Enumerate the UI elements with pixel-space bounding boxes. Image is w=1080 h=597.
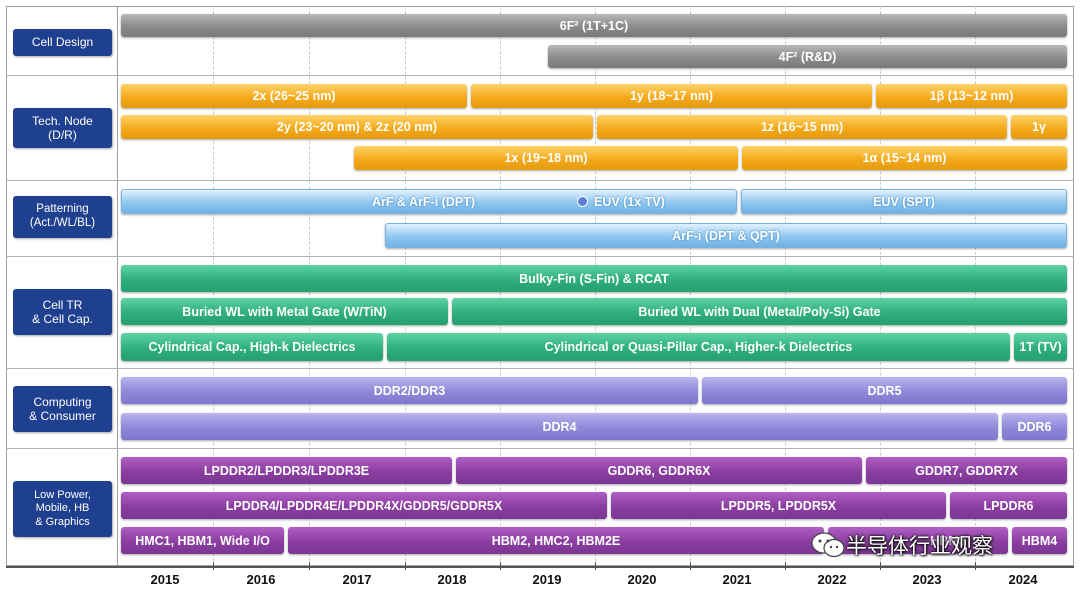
wechat-icon — [811, 532, 845, 558]
row-separator — [6, 448, 1074, 449]
axis-tick — [500, 562, 501, 570]
row-label-cell-design: Cell Design — [13, 29, 112, 56]
axis-tick — [690, 562, 691, 570]
bar-buried-wl-metal: Buried WL with Metal Gate (W/TiN) — [121, 298, 448, 325]
year-label: 2015 — [150, 572, 180, 587]
bar-cyl-cap: Cylindrical Cap., High-k Dielectrics — [121, 333, 383, 361]
bar-ddr4: DDR4 — [121, 413, 998, 440]
bar-ddr2-ddr3: DDR2/DDR3 — [121, 377, 698, 404]
row-label-low-power: Low Power, Mobile, HB & Graphics — [13, 481, 112, 537]
bar-1gamma: 1γ — [1011, 115, 1067, 139]
bar-2x: 2x (26~25 nm) — [121, 84, 467, 108]
bar-lpddr5: LPDDR5, LPDDR5X — [611, 492, 946, 519]
axis-tick — [975, 562, 976, 570]
watermark-text: 半导体行业观察 — [846, 534, 993, 558]
bar-1beta: 1β (13~12 nm) — [876, 84, 1067, 108]
axis-tick — [595, 562, 596, 570]
bar-gddr6: GDDR6, GDDR6X — [456, 457, 862, 484]
bar-arf: ArF & ArF-i (DPT) EUV (1x TV) — [121, 189, 737, 214]
year-label: 2017 — [342, 572, 372, 587]
year-label: 2019 — [532, 572, 562, 587]
year-label: 2018 — [437, 572, 467, 587]
bar-2y-2z: 2y (23~20 nm) & 2z (20 nm) — [121, 115, 593, 139]
bar-4f2: 4F² (R&D) — [548, 45, 1067, 68]
bar-6f2: 6F² (1T+1C) — [121, 14, 1067, 37]
bar-1y: 1y (18~17 nm) — [471, 84, 872, 108]
axis-tick — [405, 562, 406, 570]
bar-euv-spt: EUV (SPT) — [741, 189, 1067, 214]
row-separator — [6, 180, 1074, 181]
bar-ddr5: DDR5 — [702, 377, 1067, 404]
bar-lpddr4: LPDDR4/LPDDR4E/LPDDR4X/GDDR5/GDDR5X — [121, 492, 607, 519]
row-label-tech-node: Tech. Node (D/R) — [13, 108, 112, 148]
year-label: 2016 — [246, 572, 276, 587]
bar-gddr7: GDDR7, GDDR7X — [866, 457, 1067, 484]
bar-hbm2: HBM2, HMC2, HBM2E — [288, 527, 824, 554]
bar-arfi-qpt: ArF-i (DPT & QPT) — [385, 223, 1067, 248]
row-separator — [6, 368, 1074, 369]
bar-hbm3: HBM3 — [828, 527, 1008, 554]
label-column-divider — [117, 6, 118, 566]
bar-lpddr2-3: LPDDR2/LPDDR3/LPDDR3E — [121, 457, 452, 484]
bar-lpddr6: LPDDR6 — [950, 492, 1067, 519]
axis-tick — [785, 562, 786, 570]
time-axis — [6, 566, 1074, 568]
bar-hbm4: HBM4 — [1012, 527, 1067, 554]
bar-1t-tv: 1T (TV) — [1014, 333, 1067, 361]
bar-quasi-pillar: Cylindrical or Quasi-Pillar Cap., Higher… — [387, 333, 1010, 361]
roadmap-frame — [6, 6, 1074, 566]
row-label-computing: Computing & Consumer — [13, 386, 112, 432]
row-label-cell-tr: Cell TR & Cell Cap. — [13, 289, 112, 335]
row-separator — [6, 75, 1074, 76]
euv-marker-icon — [577, 196, 588, 207]
row-label-patterning: Patterning (Act./WL/BL) — [13, 196, 112, 238]
bar-ddr6: DDR6 — [1002, 413, 1067, 440]
year-label: 2021 — [722, 572, 752, 587]
watermark: 半导体行业观察 — [810, 530, 993, 560]
bar-1alpha: 1α (15~14 nm) — [742, 146, 1067, 170]
bar-bulky-fin: Bulky-Fin (S-Fin) & RCAT — [121, 265, 1067, 292]
axis-tick — [309, 562, 310, 570]
year-label: 2020 — [627, 572, 657, 587]
bar-1z: 1z (16~15 nm) — [597, 115, 1007, 139]
bar-1x: 1x (19~18 nm) — [354, 146, 738, 170]
year-label: 2023 — [912, 572, 942, 587]
year-label: 2024 — [1008, 572, 1038, 587]
bar-buried-wl-dual: Buried WL with Dual (Metal/Poly-Si) Gate — [452, 298, 1067, 325]
year-label: 2022 — [817, 572, 847, 587]
bar-hmc1: HMC1, HBM1, Wide I/O — [121, 527, 284, 554]
axis-tick — [213, 562, 214, 570]
row-separator — [6, 256, 1074, 257]
axis-tick — [880, 562, 881, 570]
